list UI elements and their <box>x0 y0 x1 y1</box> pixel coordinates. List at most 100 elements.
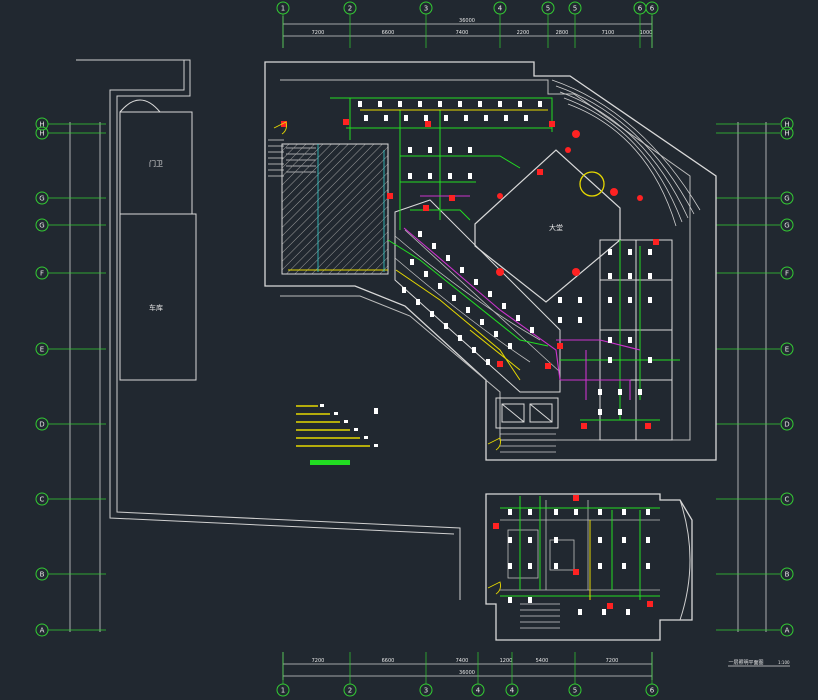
light-fixture <box>428 173 432 179</box>
bottom-axis-bubble: 3 <box>419 683 433 697</box>
light-fixture <box>402 287 406 293</box>
light-fixture <box>538 101 542 107</box>
bottom-segment-5: 5400 <box>536 658 549 664</box>
light-fixture <box>444 323 448 329</box>
light-fixture <box>518 101 522 107</box>
bottom-axis-bubble: 5 <box>568 683 582 697</box>
diagonal-wing <box>394 199 561 393</box>
light-fixture <box>626 609 630 615</box>
top-axis-bubble: 1 <box>276 1 290 15</box>
light-fixture <box>458 335 462 341</box>
svg-text:4: 4 <box>510 687 515 695</box>
site-boundary-inner <box>109 60 455 535</box>
light-fixture <box>438 101 442 107</box>
left-axis-bubble: A <box>35 623 49 637</box>
left-axis-bubble: B <box>35 567 49 581</box>
light-fixture <box>608 337 612 343</box>
svg-text:6: 6 <box>638 5 643 13</box>
svg-text:G: G <box>39 222 44 230</box>
emergency-fixture <box>449 195 455 201</box>
svg-text:B: B <box>40 571 45 579</box>
garage-label: 车库 <box>149 303 163 312</box>
top-axis-bubble: 6 <box>645 1 659 15</box>
light-fixture <box>574 509 578 515</box>
light-fixture <box>446 255 450 261</box>
left-axis-bubble: D <box>35 417 49 431</box>
light-fixture <box>646 563 650 569</box>
light-fixture <box>468 147 472 153</box>
light-fixture <box>486 359 490 365</box>
top-dimension-segments: 7200 6600 7400 2200 2800 7100 1000 <box>312 30 653 36</box>
svg-text:2: 2 <box>348 687 352 695</box>
right-axis-bubble: F <box>780 266 794 280</box>
left-dimension-line <box>69 122 101 632</box>
svg-text:1: 1 <box>281 5 285 13</box>
light-fixture <box>384 115 388 121</box>
top-axis-bubble: 3 <box>419 1 433 15</box>
svg-text:D: D <box>784 421 789 429</box>
circuit-yellow-wiring <box>288 109 591 600</box>
svg-text:5: 5 <box>546 5 550 13</box>
light-fixture <box>628 297 632 303</box>
light-fixture <box>364 115 368 121</box>
light-fixture <box>458 101 462 107</box>
light-fixture <box>648 273 652 279</box>
diagonal-wing-partitions <box>394 229 561 373</box>
svg-text:A: A <box>785 627 790 635</box>
light-fixture <box>646 509 650 515</box>
light-fixture <box>622 509 626 515</box>
right-axis-bubble: G <box>780 218 794 232</box>
light-fixture <box>432 243 436 249</box>
bottom-axis-bubble: 4 <box>505 683 519 697</box>
top-segment-6: 7100 <box>602 30 615 36</box>
svg-text:H: H <box>39 130 44 138</box>
top-segment-7: 1000 <box>640 30 653 36</box>
light-fixture <box>416 299 420 305</box>
right-axis-bubble: G <box>780 191 794 205</box>
svg-text:6: 6 <box>650 5 655 13</box>
light-fixture <box>598 389 602 395</box>
svg-text:4: 4 <box>498 5 503 13</box>
bottom-segment-2: 6600 <box>382 658 395 664</box>
emergency-fixture <box>645 423 651 429</box>
light-fixture <box>528 563 532 569</box>
light-fixture <box>494 331 498 337</box>
light-fixture <box>598 509 602 515</box>
hatched-equipment-room <box>281 143 389 275</box>
top-axis-bubble: 2 <box>343 1 357 15</box>
svg-text:G: G <box>39 195 44 203</box>
left-axis-bubble: E <box>35 342 49 356</box>
left-axis-bubble: H <box>35 117 49 131</box>
light-fixture <box>618 409 622 415</box>
right-axis-bubble: E <box>780 342 794 356</box>
lower-annex-rooms <box>500 500 660 591</box>
svg-text:H: H <box>39 121 44 129</box>
light-fixture <box>528 597 532 603</box>
light-fixture <box>554 537 558 543</box>
light-fixture <box>444 115 448 121</box>
svg-text:5: 5 <box>573 687 577 695</box>
emergency-fixture <box>493 523 499 529</box>
light-fixture <box>438 283 442 289</box>
lower-stair <box>500 433 556 453</box>
gate-house <box>119 99 193 215</box>
bottom-dimension-segments: 7200 6600 7400 1200 5400 7200 <box>312 658 619 664</box>
light-fixture <box>460 267 464 273</box>
red-ceiling-lights <box>496 130 643 276</box>
svg-text:6: 6 <box>650 687 655 695</box>
drawing-scale: 1:100 <box>778 660 790 665</box>
annex-curved-wall <box>679 499 691 621</box>
svg-text:G: G <box>784 195 789 203</box>
emergency-fixture <box>387 193 393 199</box>
light-fixture <box>478 101 482 107</box>
svg-text:H: H <box>784 130 789 138</box>
light-fixture <box>508 597 512 603</box>
light-fixture <box>648 357 652 363</box>
main-building-inner-wall <box>280 79 691 441</box>
light-fixture <box>452 295 456 301</box>
top-axis-bubble: 4 <box>493 1 507 15</box>
light-fixture <box>448 173 452 179</box>
